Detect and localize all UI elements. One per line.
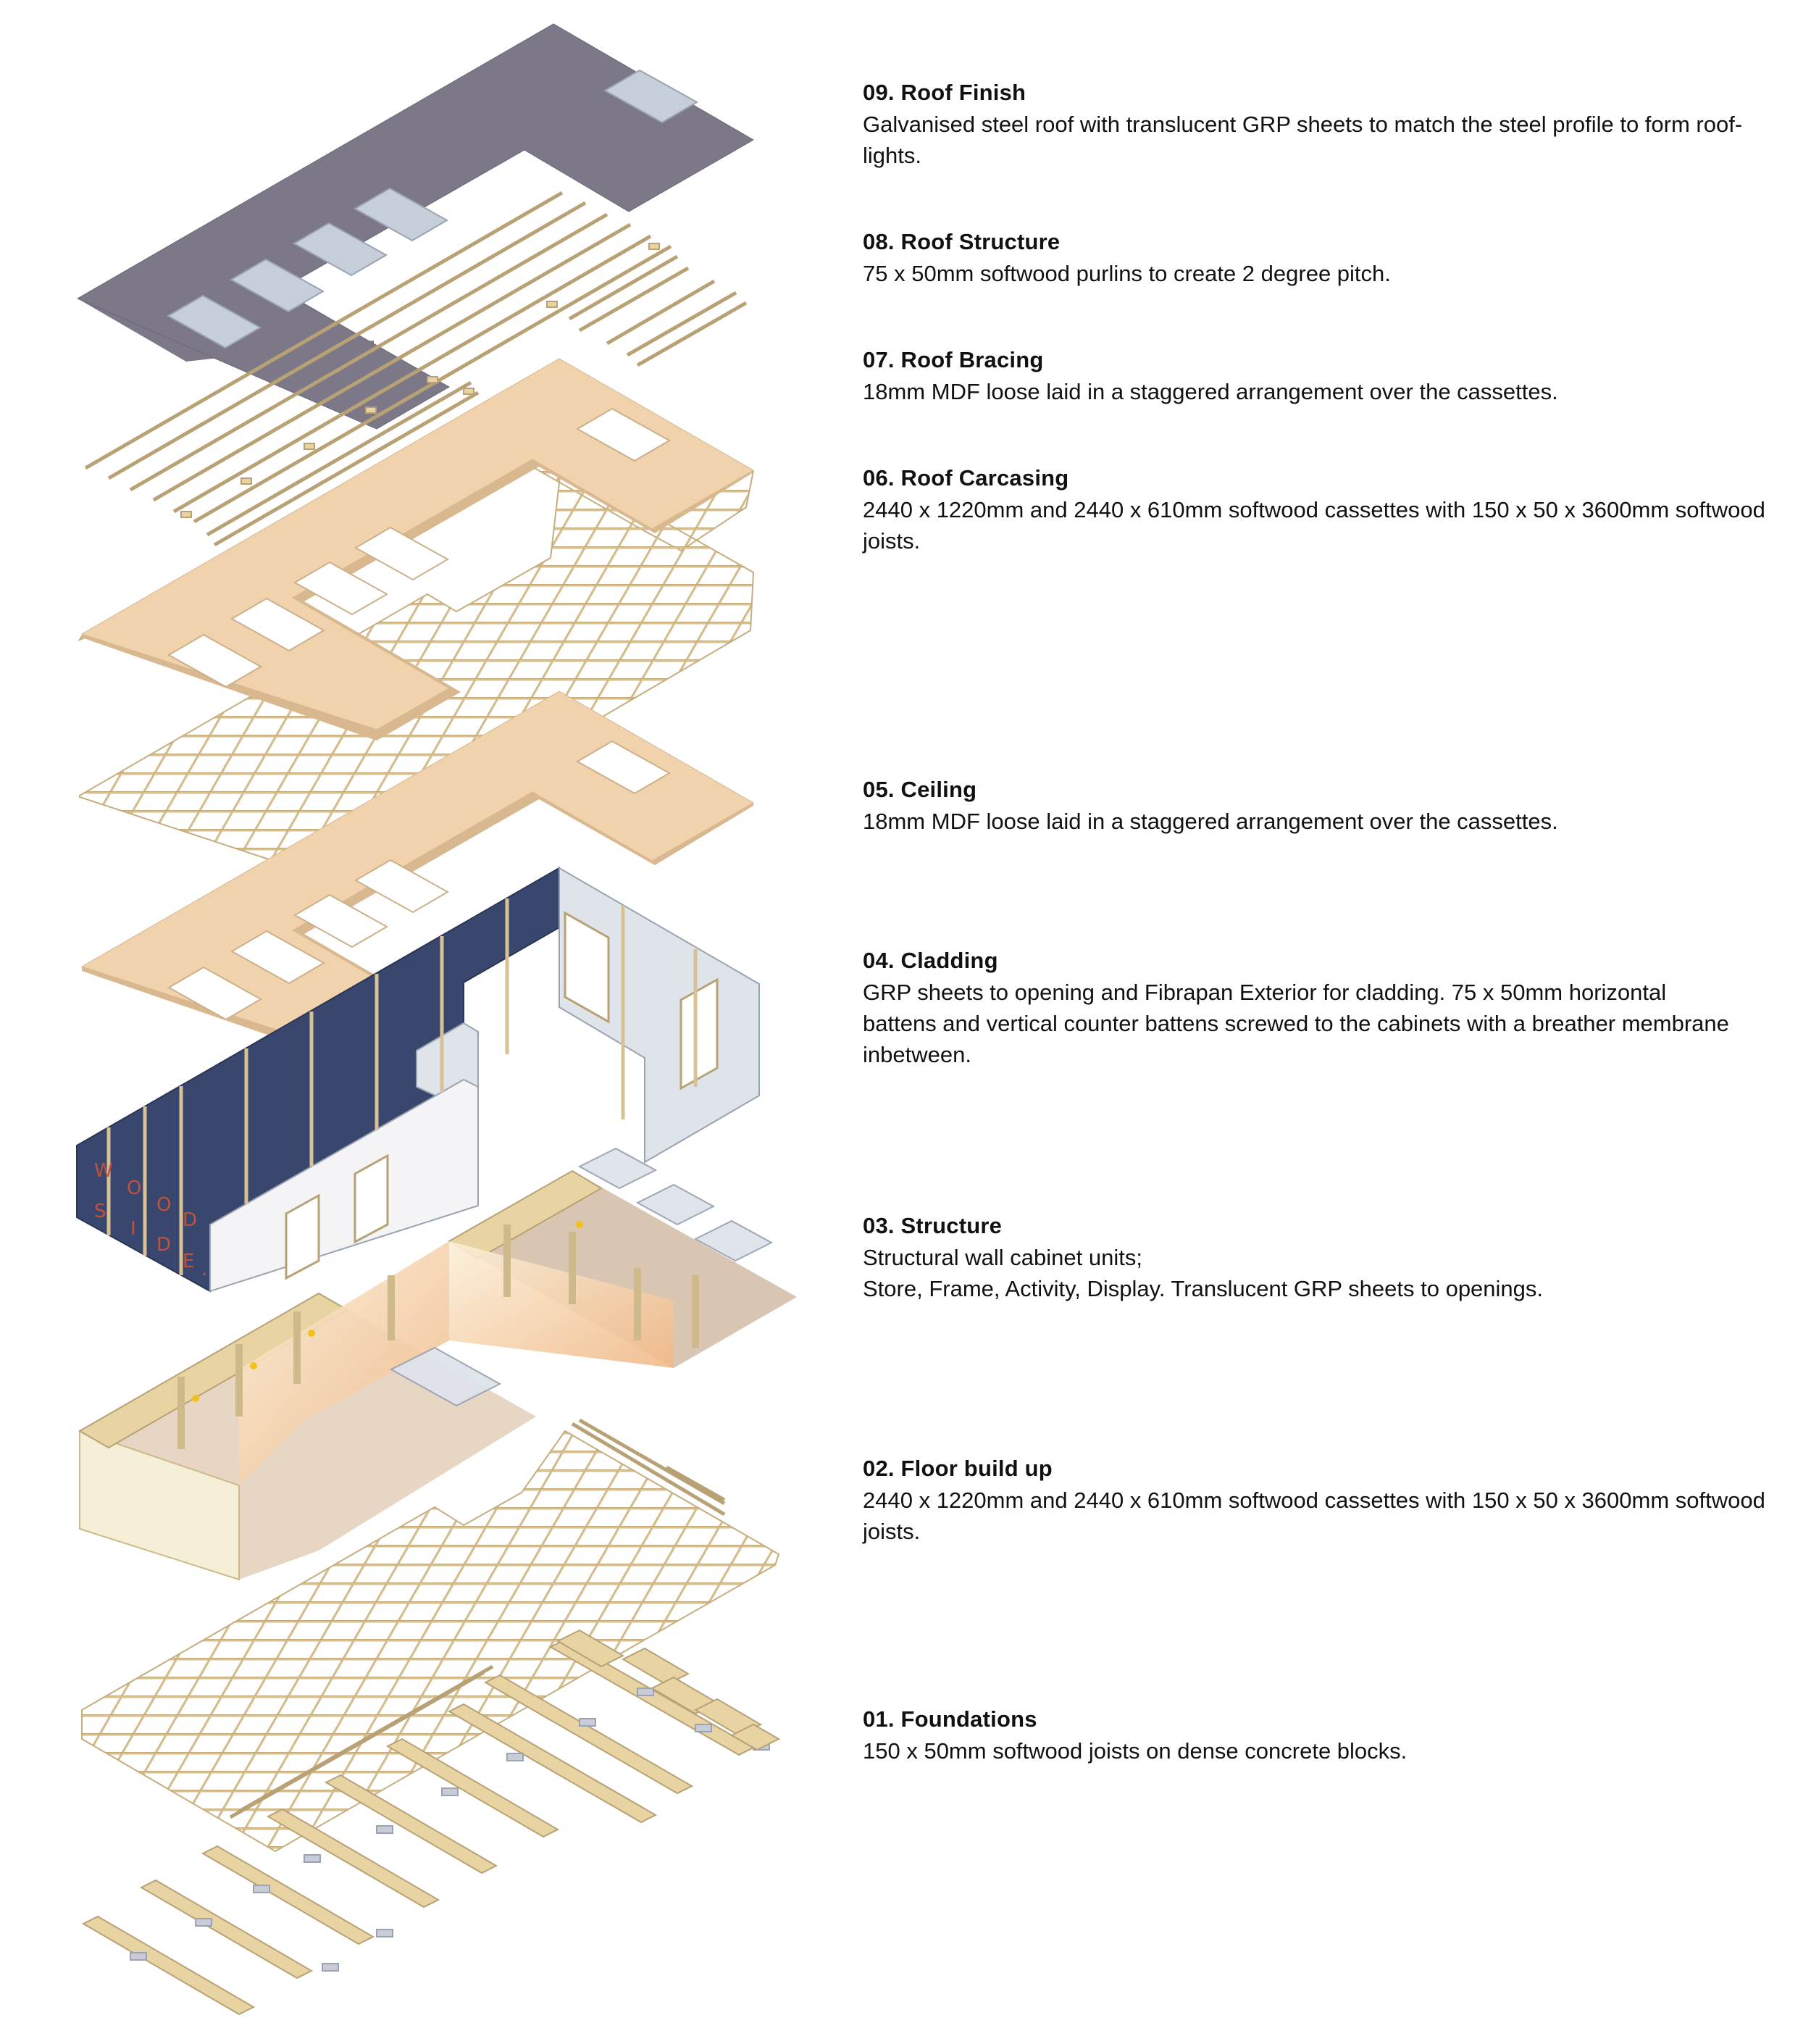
- sign-letter-e: E: [183, 1251, 194, 1272]
- layer-description: 150 x 50mm softwood joists on dense conc…: [863, 1738, 1408, 1764]
- layer-description: 2440 x 1220mm and 2440 x 610mm softwood …: [863, 497, 1765, 554]
- layer-description: 75 x 50mm softwood purlins to create 2 d…: [863, 261, 1391, 286]
- sign-letter-s: S: [94, 1201, 106, 1222]
- layer-description: 2440 x 1220mm and 2440 x 610mm softwood …: [863, 1488, 1765, 1544]
- sign-letter-o1: O: [127, 1177, 141, 1199]
- sign-letter-i: I: [130, 1218, 136, 1240]
- roof-carcasing-layer: [78, 358, 755, 880]
- layer-title: 04. Cladding: [863, 948, 998, 973]
- cladding-openings: [285, 911, 719, 1280]
- layer-title: 08. Roof Structure: [863, 229, 1061, 254]
- sign-letter-dot: .: [201, 1259, 207, 1280]
- layer-02-floor-build-up: 02. Floor build up 2440 x 1220mm and 244…: [863, 1454, 1804, 1547]
- layer-01-foundations: 01. Foundations 150 x 50mm softwood jois…: [863, 1705, 1804, 1766]
- sign-letter-d2: D: [156, 1234, 171, 1256]
- layer-description: GRP sheets to opening and Fibrapan Exter…: [863, 980, 1729, 1067]
- layer-description: Structural wall cabinet units; Store, Fr…: [863, 1245, 1544, 1301]
- layer-title: 01. Foundations: [863, 1706, 1037, 1732]
- layer-description: 18mm MDF loose laid in a staggered arran…: [863, 379, 1558, 404]
- cladding-layer: W O O D S I D E .: [76, 867, 760, 1293]
- layer-title: 02. Floor build up: [863, 1456, 1053, 1481]
- gpr-roof-sheets: [389, 1147, 774, 1407]
- layer-title: 05. Ceiling: [863, 777, 977, 802]
- roof-openings: [167, 407, 672, 688]
- sign-letter-w: W: [94, 1160, 113, 1182]
- layer-03-structure: 03. Structure Structural wall cabinet un…: [863, 1211, 1804, 1304]
- roof-structure-layer: [84, 191, 748, 547]
- layer-title: 03. Structure: [863, 1213, 1003, 1238]
- layer-title: 07. Roof Bracing: [863, 347, 1044, 372]
- layer-04-cladding: 04. Cladding GRP sheets to opening and F…: [863, 946, 1804, 1070]
- layer-title: 09. Roof Finish: [863, 80, 1026, 105]
- layer-description: 18mm MDF loose laid in a staggered arran…: [863, 809, 1558, 834]
- rooflight-panels: [166, 69, 699, 349]
- layer-06-roof-carcasing: 06. Roof Carcasing 2440 x 1220mm and 244…: [863, 464, 1804, 556]
- sign-letter-o2: O: [156, 1194, 171, 1216]
- roof-bracing-blocks: [180, 243, 660, 518]
- layer-description: Galvanised steel roof with translucent G…: [863, 112, 1743, 168]
- roof-finish-layer: [76, 23, 754, 430]
- woodside-signage: W O O D S I D E .: [94, 1160, 207, 1280]
- layer-07-roof-bracing: 07. Roof Bracing 18mm MDF loose laid in …: [863, 346, 1804, 407]
- layer-05-ceiling: 05. Ceiling 18mm MDF loose laid in a sta…: [863, 775, 1804, 837]
- floor-build-up-layer: [81, 1418, 780, 1853]
- foundation-cluster: [556, 1629, 781, 1751]
- layer-title: 06. Roof Carcasing: [863, 465, 1069, 491]
- ceiling-layer: [80, 691, 755, 1072]
- layer-09-roof-finish: 09. Roof Finish Galvanised steel roof wi…: [863, 78, 1804, 171]
- sign-letter-d1: D: [183, 1209, 197, 1231]
- layer-08-roof-structure: 08. Roof Structure 75 x 50mm softwood pu…: [863, 228, 1804, 289]
- structure-layer: [78, 1147, 797, 1581]
- foundations-layer: [81, 1629, 781, 2016]
